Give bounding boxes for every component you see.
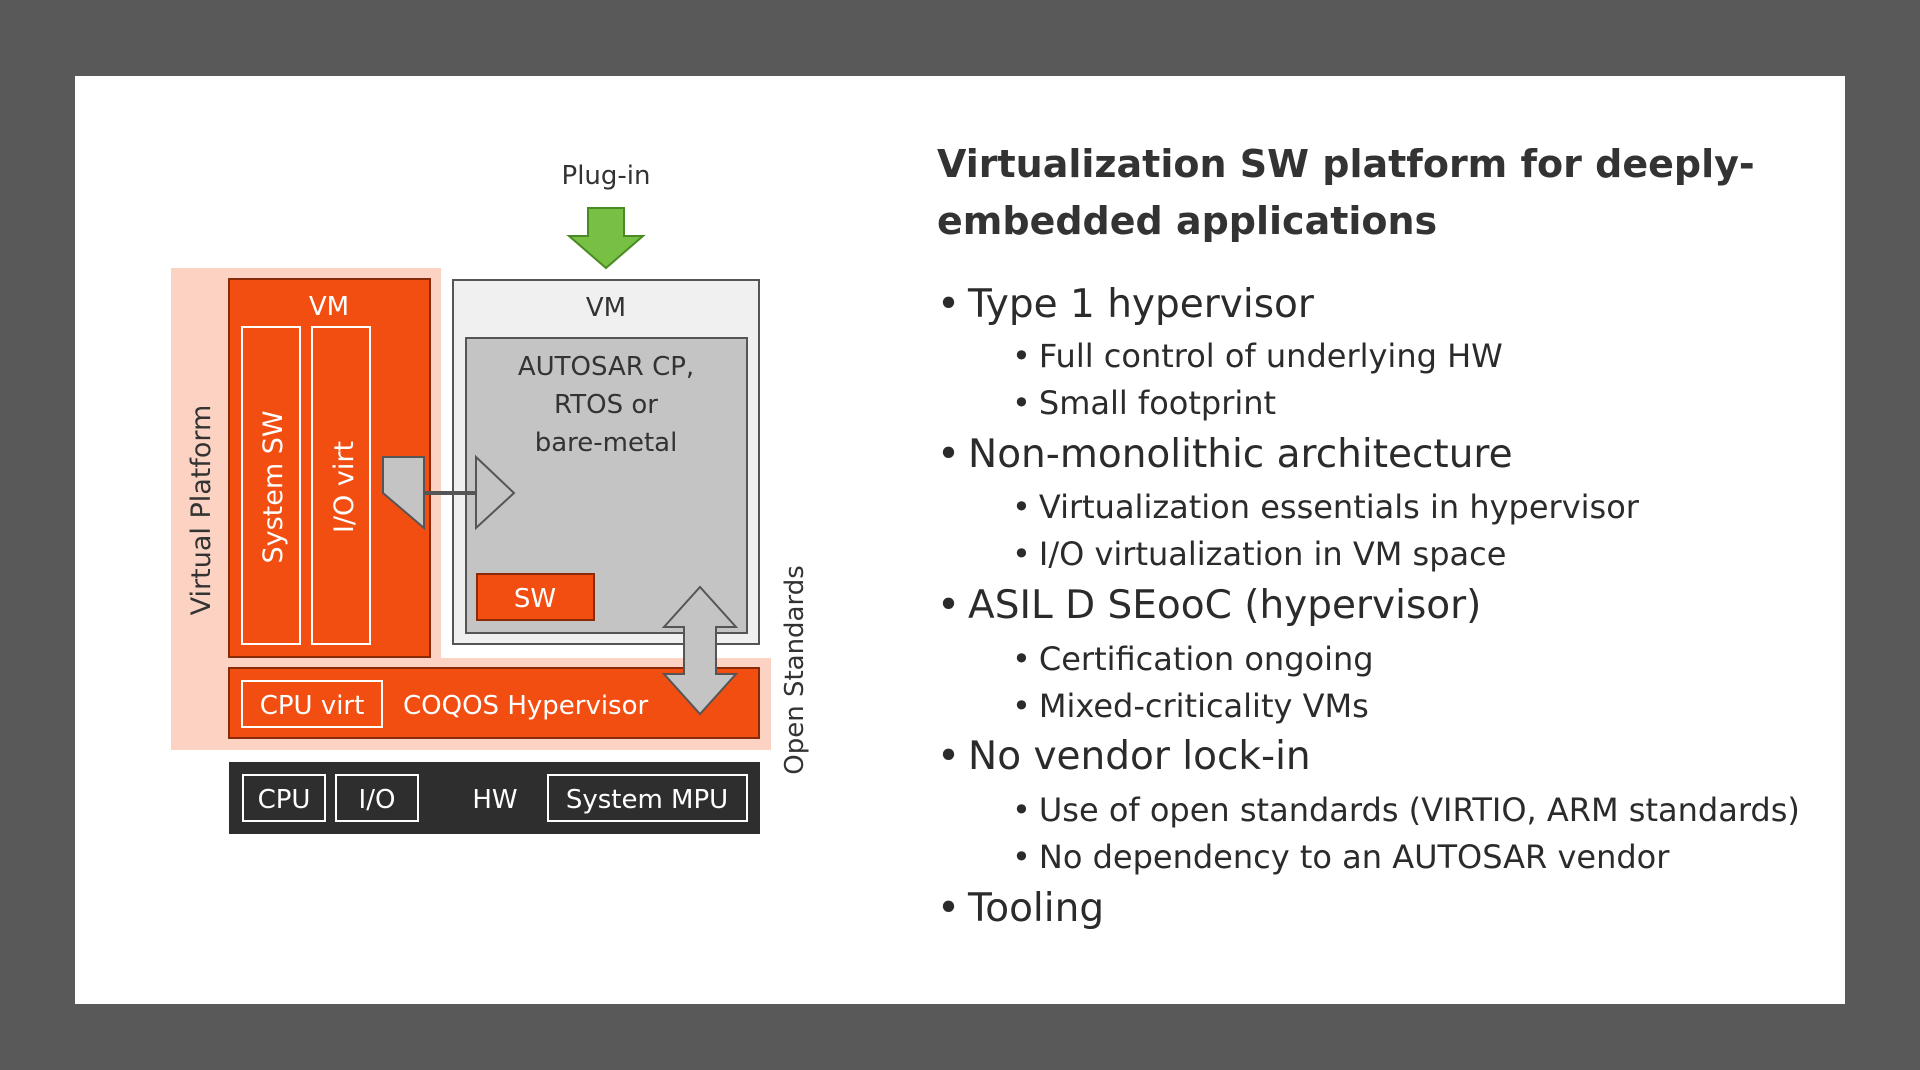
hypervisor-label: COQOS Hypervisor xyxy=(403,691,649,721)
sub-bullet-2-1: •Virtualization essentials in hypervisor xyxy=(1012,488,1639,526)
cpu-label: CPU xyxy=(258,785,311,815)
io-virt-box xyxy=(311,326,371,645)
system-sw-label: System SW xyxy=(258,410,289,563)
io-virt-label: I/O virt xyxy=(329,441,360,533)
bullet-text: Type 1 hypervisor xyxy=(968,282,1314,327)
bullet-dot: • xyxy=(937,734,961,779)
open-standards-label: Open Standards xyxy=(780,565,810,775)
bullet-dot: • xyxy=(1012,384,1031,422)
bullet-dot: • xyxy=(1012,640,1031,678)
bullet-dot: • xyxy=(1012,337,1031,375)
sw-box xyxy=(476,573,595,621)
vertical-double-arrow xyxy=(661,585,739,716)
cpu-box xyxy=(242,774,326,822)
sub-bullet-text: Certification ongoing xyxy=(1038,640,1374,678)
bullet-1: •Type 1 hypervisor xyxy=(937,282,1314,327)
bullet-dot: • xyxy=(1012,535,1031,573)
plugin-arrow xyxy=(566,207,646,270)
sub-bullet-text: Mixed-criticality VMs xyxy=(1038,687,1369,725)
sub-bullet-1-1: •Full control of underlying HW xyxy=(1012,337,1503,375)
sub-bullet-3-2: •Mixed-criticality VMs xyxy=(1012,687,1369,725)
bullet-dot: • xyxy=(937,886,961,931)
cpu-virt-label: CPU virt xyxy=(260,691,365,721)
sub-bullet-4-2: •No dependency to an AUTOSAR vendor xyxy=(1012,838,1669,876)
bullet-text: Tooling xyxy=(968,886,1105,931)
title-line-1: Virtualization SW platform for deeply- xyxy=(937,142,1755,186)
sub-bullet-text: Virtualization essentials in hypervisor xyxy=(1038,488,1639,526)
vm-left-label: VM xyxy=(309,292,349,322)
cpu-virt-box xyxy=(241,680,383,728)
autosar-line-3: bare-metal xyxy=(535,428,678,458)
io-label: I/O xyxy=(359,785,396,815)
bullet-2: •Non-monolithic architecture xyxy=(937,432,1513,477)
io-box xyxy=(335,774,419,822)
bullet-dot: • xyxy=(937,432,961,477)
autosar-line-1: AUTOSAR CP, xyxy=(518,352,694,382)
sub-bullet-2-2: •I/O virtualization in VM space xyxy=(1012,535,1506,573)
sub-bullet-4-1: •Use of open standards (VIRTIO, ARM stan… xyxy=(1012,791,1800,829)
vm-right-label: VM xyxy=(586,293,626,323)
sub-bullet-1-2: •Small footprint xyxy=(1012,384,1276,422)
bullet-text: No vendor lock-in xyxy=(968,734,1311,779)
bullet-dot: • xyxy=(937,583,961,628)
bullet-3: •ASIL D SEooC (hypervisor) xyxy=(937,583,1481,628)
system-mpu-label: System MPU xyxy=(566,785,728,815)
slide-title: Virtualization SW platform for deeply- e… xyxy=(937,136,1755,250)
sub-bullet-text: No dependency to an AUTOSAR vendor xyxy=(1038,838,1670,876)
system-sw-box xyxy=(241,326,301,645)
bullet-dot: • xyxy=(937,282,961,327)
plugin-label: Plug-in xyxy=(562,161,651,191)
sw-label: SW xyxy=(514,584,556,614)
bullet-dot: • xyxy=(1012,687,1031,725)
bullet-dot: • xyxy=(1012,838,1031,876)
hw-label: HW xyxy=(472,785,517,815)
virtual-platform-label: Virtual Platform xyxy=(186,405,217,616)
sub-bullet-text: Use of open standards (VIRTIO, ARM stand… xyxy=(1038,791,1800,829)
bullet-text: ASIL D SEooC (hypervisor) xyxy=(968,583,1482,628)
sub-bullet-text: I/O virtualization in VM space xyxy=(1038,535,1507,573)
title-line-2: embedded applications xyxy=(937,199,1438,243)
bullet-5: •Tooling xyxy=(937,886,1104,931)
sub-bullet-3-1: •Certification ongoing xyxy=(1012,640,1374,678)
bullet-4: •No vendor lock-in xyxy=(937,734,1311,779)
horizontal-double-arrow xyxy=(382,454,516,531)
sub-bullet-text: Small footprint xyxy=(1038,384,1277,422)
autosar-line-2: RTOS or xyxy=(554,390,658,420)
bullet-dot: • xyxy=(1012,488,1031,526)
system-mpu-box xyxy=(547,774,748,822)
sub-bullet-text: Full control of underlying HW xyxy=(1038,337,1503,375)
bullet-text: Non-monolithic architecture xyxy=(968,432,1513,477)
bullet-dot: • xyxy=(1012,791,1031,829)
